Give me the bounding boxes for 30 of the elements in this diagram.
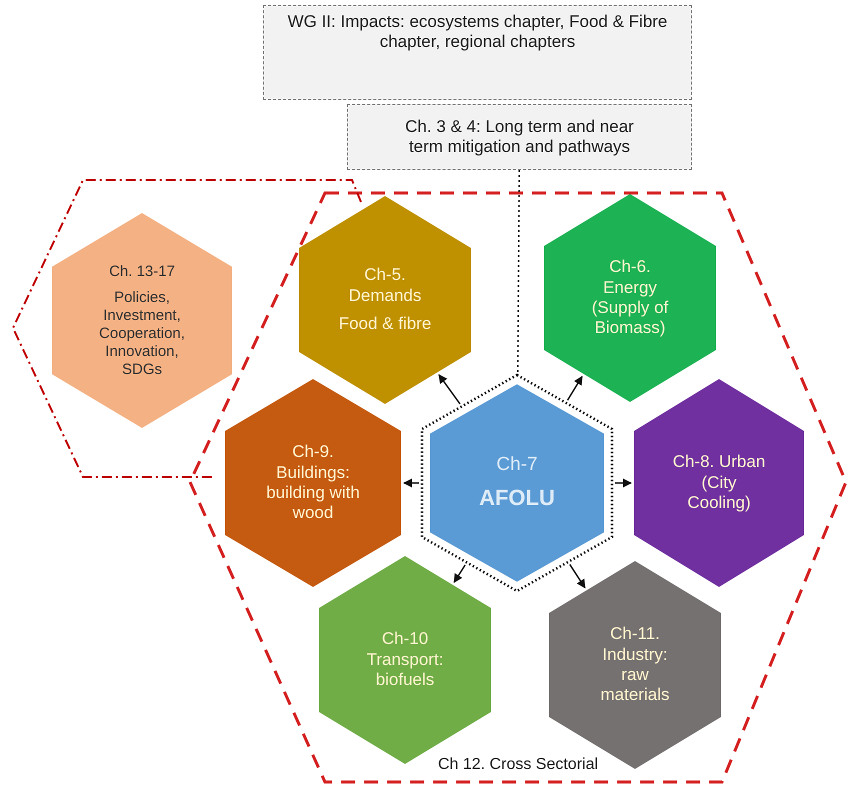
chapter-title: Ch-6. Energy (Supply of Biomass) [590, 257, 670, 339]
chapter-text: AFOLU [479, 485, 555, 512]
arrow [454, 564, 466, 583]
hexagon-node [634, 379, 804, 587]
arrow [566, 376, 583, 401]
arrow [438, 374, 461, 404]
chapter-title: Ch-11. Industry: raw materials [600, 624, 670, 706]
chapter-text: Policies, Investment, Cooperation, Innovation, SDGs [98, 288, 186, 378]
chapter-box [347, 104, 692, 170]
hexagon-node [299, 196, 471, 404]
hexagon-node [422, 375, 612, 591]
dashed-hexagon-region [190, 193, 846, 782]
chapter-text: Food & fibre [338, 314, 432, 335]
chapter-title: Ch. 13-17 [109, 262, 175, 280]
chapter-title: Ch-9. Buildings: building with wood [266, 442, 360, 524]
hexagon-node [52, 213, 232, 428]
chapter-title: Ch-10 Transport: biofuels [366, 629, 444, 691]
arrow [403, 478, 419, 488]
box-text: WG II: Impacts: ecosystems chapter, Food & Fibre chapter, regional chapters [286, 12, 668, 53]
hexagon-node [225, 379, 401, 587]
chapter-title: Ch 12. Cross Sectorial [438, 754, 598, 774]
arrow [569, 564, 586, 589]
hexagon-node [544, 194, 716, 402]
box-text: Ch. 3 & 4: Long term and near term mitigation and pathways [404, 116, 635, 158]
arrow [615, 478, 632, 488]
chapter-title: Ch-5. Demands [348, 265, 422, 306]
chapter-title: Ch-7 [496, 454, 538, 478]
connector-line [517, 170, 520, 376]
chapter-title: Ch-8. Urban (City Cooling) [672, 452, 766, 514]
chapter-box [263, 5, 692, 100]
